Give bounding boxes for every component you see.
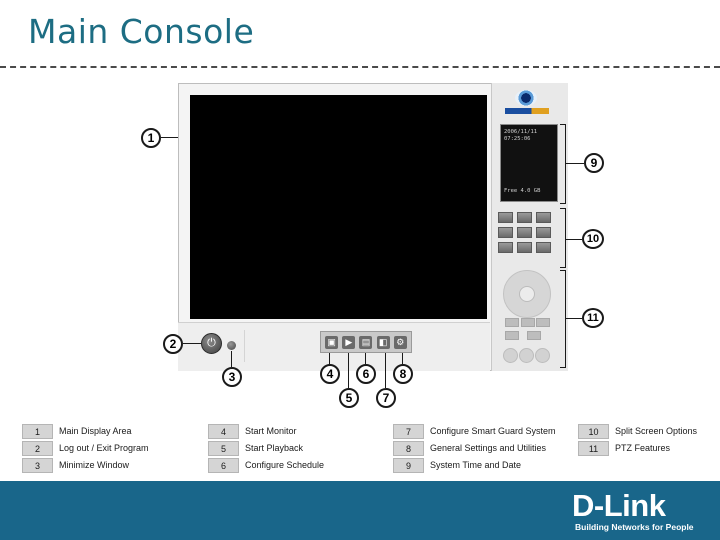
legend-item: 11 PTZ Features [578, 441, 670, 458]
free-space: Free 4.0 GB [504, 188, 541, 194]
main-display-area[interactable] [190, 95, 487, 319]
legend-number: 6 [208, 458, 239, 473]
callout-5: 5 [339, 388, 359, 408]
split-1-button[interactable] [498, 212, 513, 223]
legend-number: 7 [393, 424, 424, 439]
callout-8: 8 [393, 364, 413, 384]
callout-9-bracket [560, 124, 566, 204]
ptz-auto-button[interactable] [527, 331, 541, 340]
dlink-logo: D-Link [572, 488, 666, 523]
legend-label: Configure Schedule [245, 460, 325, 470]
callout-3-leader [231, 351, 232, 367]
toolbar-divider [244, 330, 245, 362]
callout-4: 4 [320, 364, 340, 384]
power-icon[interactable]: ⏻ [201, 333, 222, 354]
legend-number: 5 [208, 441, 239, 456]
split-9-button[interactable] [517, 227, 532, 238]
callout-5-leader [348, 353, 349, 388]
callout-8-leader [402, 353, 403, 364]
smart-guard-icon[interactable]: ◧ [376, 335, 390, 349]
ptz-home-button[interactable] [519, 286, 535, 302]
system-time-display: 2006/11/11 07:25:06 Free 4.0 GB [500, 124, 558, 202]
callout-7: 7 [376, 388, 396, 408]
callout-9-leader [566, 163, 584, 164]
split-13-button[interactable] [498, 242, 513, 253]
schedule-icon[interactable]: ▤ [359, 335, 373, 349]
ptz-focus-button[interactable] [505, 331, 519, 340]
footer-band [0, 481, 720, 540]
auto-switch-button[interactable] [536, 242, 551, 253]
legend-item: 10 Split Screen Options [578, 424, 697, 441]
legend-label: Split Screen Options [615, 426, 698, 436]
legend-item: 8 General Settings and Utilities [393, 441, 546, 458]
ptz-preset-1-button[interactable] [503, 348, 518, 363]
callout-6: 6 [356, 364, 376, 384]
start-playback-icon[interactable]: ▶ [342, 335, 356, 349]
legend-item: 4 Start Monitor [208, 424, 297, 441]
legend-item: 7 Configure Smart Guard System [393, 424, 556, 441]
legend-label: Start Playback [245, 443, 304, 453]
callout-4-leader [329, 353, 330, 364]
legend-number: 4 [208, 424, 239, 439]
split-6-button[interactable] [536, 212, 551, 223]
legend-label: Start Monitor [245, 426, 297, 436]
callout-10: 10 [582, 229, 604, 249]
callout-11-leader [566, 318, 582, 319]
start-monitor-icon[interactable]: ▣ [325, 335, 339, 349]
ptz-zoom-in-button[interactable] [521, 318, 535, 327]
ptz-preset-2-button[interactable] [519, 348, 534, 363]
legend-label: Configure Smart Guard System [430, 426, 556, 436]
callout-11-bracket [560, 270, 566, 368]
callout-11: 11 [582, 308, 604, 328]
split-10-button[interactable] [536, 227, 551, 238]
legend-number: 2 [22, 441, 53, 456]
system-date: 2006/11/11 [504, 129, 538, 135]
callout-6-leader [365, 353, 366, 364]
ptz-zoom-button[interactable] [505, 318, 519, 327]
legend-number: 1 [22, 424, 53, 439]
legend-item: 3 Minimize Window [22, 458, 129, 475]
legend-number: 3 [22, 458, 53, 473]
legend-item: 6 Configure Schedule [208, 458, 324, 475]
callout-10-bracket [560, 208, 566, 268]
callout-2-leader [183, 343, 201, 344]
split-4-button[interactable] [517, 212, 532, 223]
title-divider [0, 66, 720, 68]
legend-number: 8 [393, 441, 424, 456]
dlink-tagline: Building Networks for People [575, 522, 694, 532]
legend-label: System Time and Date [430, 460, 522, 470]
legend-label: Log out / Exit Program [59, 443, 149, 453]
legend-label: PTZ Features [615, 443, 671, 453]
legend-label: Main Display Area [59, 426, 132, 436]
legend-number: 11 [578, 441, 609, 456]
slide-title: Main Console [28, 12, 255, 51]
ptz-preset-3-button[interactable] [535, 348, 550, 363]
legend-label: Minimize Window [59, 460, 130, 470]
split-8-button[interactable] [498, 227, 513, 238]
legend-number: 10 [578, 424, 609, 439]
legend-item: 5 Start Playback [208, 441, 303, 458]
ipview-logo-text [505, 108, 549, 114]
callout-7-leader [385, 353, 386, 388]
callout-10-leader [566, 239, 582, 240]
callout-3: 3 [222, 367, 242, 387]
legend-item: 2 Log out / Exit Program [22, 441, 149, 458]
split-screen-options [498, 212, 552, 253]
callout-2: 2 [163, 334, 183, 354]
function-toolbar: ▣ ▶ ▤ ◧ ⚙ [320, 331, 412, 353]
callout-9: 9 [584, 153, 604, 173]
legend-item: 9 System Time and Date [393, 458, 521, 475]
settings-gear-icon[interactable]: ⚙ [393, 335, 407, 349]
callout-1-leader [161, 137, 178, 138]
ipview-logo-icon [515, 90, 537, 106]
minimize-icon[interactable] [227, 341, 236, 350]
fullscreen-button[interactable] [517, 242, 532, 253]
callout-1: 1 [141, 128, 161, 148]
legend-number: 9 [393, 458, 424, 473]
legend-label: General Settings and Utilities [430, 443, 547, 453]
ptz-zoom-out-button[interactable] [536, 318, 550, 327]
system-time: 07:25:06 [504, 136, 531, 142]
legend-item: 1 Main Display Area [22, 424, 132, 441]
